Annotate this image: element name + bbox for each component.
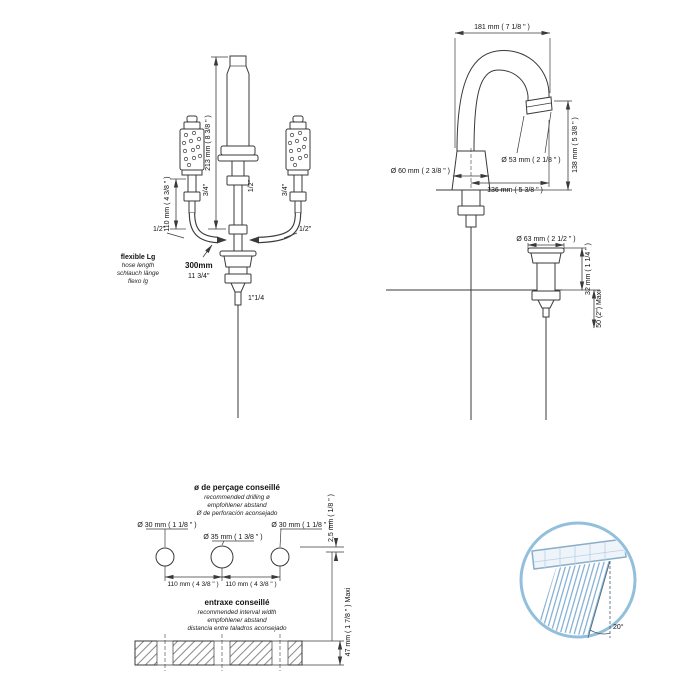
flexible-es: flexo lg xyxy=(128,278,148,285)
thread-handle-right: 3/4" xyxy=(282,183,289,196)
spout-front xyxy=(217,55,259,252)
hole-left-label: Ø 30 mm ( 1 1/8 " ) xyxy=(137,522,196,529)
thread-hose-right: 1/2" xyxy=(299,226,312,233)
footer-en: recommended interval width xyxy=(198,609,277,616)
spout-side xyxy=(436,50,553,420)
dim-aerator-dia: Ø 53 mm ( 2 1/8 " ) xyxy=(501,157,560,164)
dim-projection: 136 mm ( 5 3/8 " ) xyxy=(487,187,543,194)
hole-center-label: Ø 35 mm ( 1 3/8 " ) xyxy=(203,534,262,541)
hole-right-circle xyxy=(270,547,290,567)
dim-height: 138 mm ( 5 3/8 " ) xyxy=(572,117,579,173)
dim-drain-height: 32 mm ( 1 1/4 " ) xyxy=(585,243,592,295)
water-spray xyxy=(537,561,610,635)
side-view: 181 mm ( 7 1/8 " ) 138 mm ( 5 3/8 " ) Ø … xyxy=(386,24,603,420)
flexible-callout: flexible Lg hose length schlauch länge f… xyxy=(117,244,213,285)
drilling-header-es: Ø de perforación aconsejado xyxy=(196,510,278,517)
flexible-value-in: 11 3/4" xyxy=(188,273,210,280)
hole-right-label: Ø 30 mm ( 1 1/8 " ) xyxy=(271,522,330,529)
thread-spout: 1/2" xyxy=(248,179,255,192)
drilling-header-fr: ø de perçage conseillé xyxy=(194,483,280,492)
drilling-header-de: empfohlener abstand xyxy=(207,502,267,509)
spray-detail: 20° xyxy=(519,521,637,639)
flexible-value-mm: 300mm xyxy=(185,261,213,270)
dim-thickness-max: 47 mm ( 1 7/8 " ) Maxi xyxy=(345,587,352,656)
countertop-section xyxy=(134,634,303,671)
dim-deck-max: 50 (2") Maxi xyxy=(596,290,603,328)
spray-angle-label: 20° xyxy=(613,623,624,631)
footer-fr: entraxe conseillé xyxy=(205,598,270,607)
dim-offset: 2,5 mm ( 1/8 " ) xyxy=(328,494,335,542)
flexible-de: schlauch länge xyxy=(117,270,160,277)
flexible-en: hose length xyxy=(122,262,155,269)
drain-side xyxy=(527,247,565,420)
handle-pattern xyxy=(287,130,309,168)
drilling-template: ø de perçage conseillé recommended drill… xyxy=(134,483,352,671)
front-dimensions: 213 mm ( 8 3/8 " ) 110 mm ( 4 3/8 " ) 3/… xyxy=(153,56,312,302)
footer-de: empfohlener abstand xyxy=(207,617,267,624)
aerator-tip xyxy=(531,538,627,570)
side-dimensions: 181 mm ( 7 1/8 " ) 138 mm ( 5 3/8 " ) Ø … xyxy=(391,24,603,329)
dim-handle-height: 110 mm ( 4 3/8 " ) xyxy=(164,176,171,231)
dim-reach: 181 mm ( 7 1/8 " ) xyxy=(474,24,530,31)
thread-handle-left: 3/4" xyxy=(203,183,210,196)
dim-drain-dia: Ø 63 mm ( 2 1/2 " ) xyxy=(516,236,575,243)
dim-total-height: 213 mm ( 8 3/8 " ) xyxy=(205,115,212,171)
hole-center-circle xyxy=(210,545,234,569)
flexible-title: flexible Lg xyxy=(121,254,156,261)
hole-left-circle xyxy=(155,547,175,567)
footer-es: distancia entre taladros aconsejado xyxy=(187,625,287,632)
drilling-header-en: recommended drilling ø xyxy=(204,494,270,501)
spacing-left-label: 110 mm ( 4 3/8 " ) xyxy=(167,581,218,588)
drain-thread-label: 1"1/4 xyxy=(248,295,264,302)
hose-right xyxy=(249,212,302,244)
handle-front-right xyxy=(285,115,311,214)
spacing-right-label: 110 mm ( 4 3/8 " ) xyxy=(225,581,276,588)
dim-base-dia: Ø 60 mm ( 2 3/8 " ) xyxy=(391,168,450,175)
drain-front xyxy=(219,250,257,418)
hose-left xyxy=(188,212,227,244)
handle-pattern xyxy=(181,130,203,168)
handle-front-left xyxy=(179,115,205,214)
thread-hose-left: 1/2" xyxy=(153,226,166,233)
front-view: 213 mm ( 8 3/8 " ) 110 mm ( 4 3/8 " ) 3/… xyxy=(117,55,312,418)
